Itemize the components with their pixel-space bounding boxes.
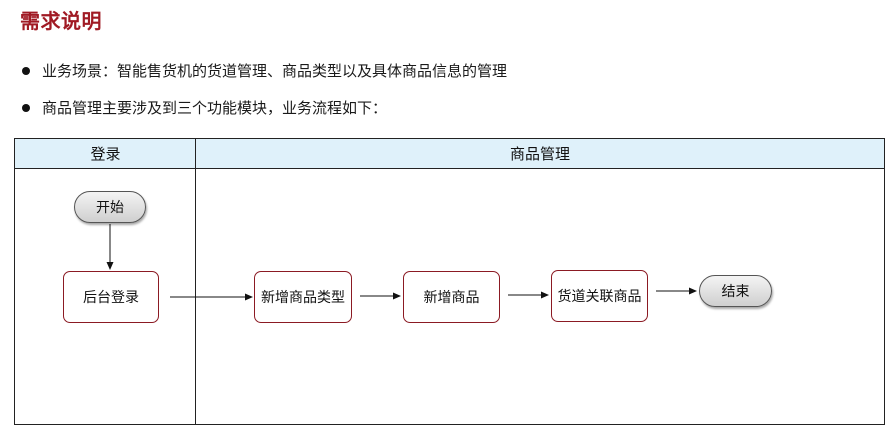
bullet-dot-icon: [22, 66, 30, 75]
page-title: 需求说明: [20, 9, 102, 33]
bullet-text: 商品管理主要涉及到三个功能模块，业务流程如下：: [42, 99, 388, 117]
start-terminal: 开始: [74, 191, 146, 223]
bullet-dot-icon: [22, 103, 30, 112]
lane-header-login: 登录: [15, 139, 196, 169]
step-link-channel-product: 货道关联商品: [551, 270, 648, 322]
bullet-text: 业务场景：智能售货机的货道管理、商品类型以及具体商品信息的管理: [42, 62, 508, 80]
lane-divider: [195, 139, 196, 424]
step-add-product-type: 新增商品类型: [254, 271, 352, 323]
step-add-product: 新增商品: [403, 271, 500, 323]
bullet-item: 商品管理主要涉及到三个功能模块，业务流程如下：: [22, 97, 387, 118]
swimlane-diagram: 登录 商品管理: [14, 138, 885, 425]
step-backend-login: 后台登录: [63, 271, 159, 323]
bullet-item: 业务场景：智能售货机的货道管理、商品类型以及具体商品信息的管理: [22, 60, 507, 81]
lane-header-product-management: 商品管理: [196, 139, 884, 169]
end-terminal: 结束: [699, 275, 772, 307]
